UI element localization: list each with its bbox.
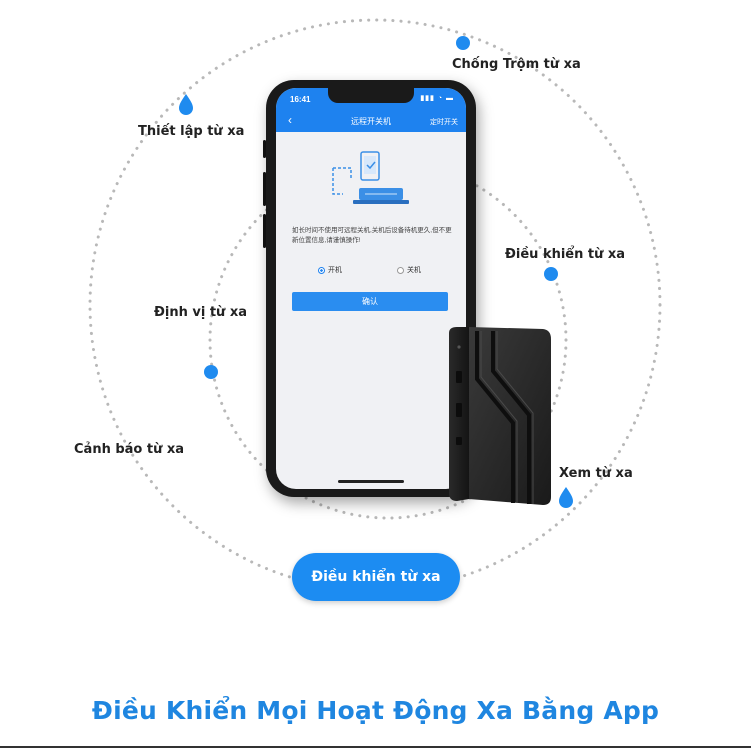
anti-theft-dot-icon: [456, 36, 470, 50]
control-dot-icon: [544, 267, 558, 281]
locate-dot-icon: [204, 365, 218, 379]
app-screen-title: 远程开关机: [351, 117, 391, 126]
radio-power-off-label: 关机: [407, 267, 421, 274]
phone-volume-down: [263, 214, 266, 248]
home-indicator: [338, 480, 404, 483]
feature-label-setup: Thiết lập từ xa: [138, 124, 245, 139]
view-map-pin-icon: [559, 487, 573, 508]
feature-label-control: Điều khiển từ xa: [505, 247, 626, 262]
radio-power-on-label: 开机: [328, 267, 342, 274]
phone-mute-switch: [263, 140, 266, 158]
page-headline: Điều Khiển Mọi Hoạt Động Xa Bằng App: [91, 696, 660, 725]
radio-power-off[interactable]: 关机: [397, 265, 421, 275]
radio-unselected-icon: [397, 266, 404, 274]
remote-control-button[interactable]: Điều khiển từ xa: [292, 553, 460, 601]
phone-volume-up: [263, 172, 266, 206]
confirm-button[interactable]: 确认: [292, 292, 448, 311]
bottom-divider: [0, 746, 751, 748]
app-nav-bar: ‹ 远程开关机 定时开关: [276, 110, 466, 132]
status-time: 16:41: [290, 95, 311, 104]
phone-notch: [328, 88, 414, 103]
phone-screen: 16:41 ▮▮▮ ◔ ▬ ‹ 远程开关机 定时开关 如长时间不使用可远程关机,…: [276, 88, 466, 489]
radio-selected-icon: [318, 266, 325, 274]
outer-orbit: [88, 18, 662, 592]
inner-orbit: [208, 160, 568, 520]
radio-power-on[interactable]: 开机: [318, 265, 342, 275]
phone-mockup: 16:41 ▮▮▮ ◔ ▬ ‹ 远程开关机 定时开关 如长时间不使用可远程关机,…: [263, 80, 476, 497]
description-text: 如长时间不使用可远程关机,关机后设备待机更久,但不更新位置信息,请谨慎操作!: [292, 227, 452, 244]
feature-label-locate: Định vị từ xa: [154, 305, 247, 320]
schedule-power-link[interactable]: 定时开关: [430, 119, 458, 126]
feature-label-alert: Cảnh báo từ xa: [74, 442, 185, 457]
feature-label-view: Xem từ xa: [559, 466, 633, 481]
feature-label-anti-theft: Chống Trộm từ xa: [452, 57, 581, 72]
status-icons: ▮▮▮ ◔ ▬: [420, 95, 454, 102]
remote-power-illustration-icon: [332, 151, 409, 204]
back-icon[interactable]: ‹: [288, 113, 292, 127]
setup-map-pin-icon: [179, 94, 193, 115]
gps-tracker-device: [449, 327, 551, 505]
